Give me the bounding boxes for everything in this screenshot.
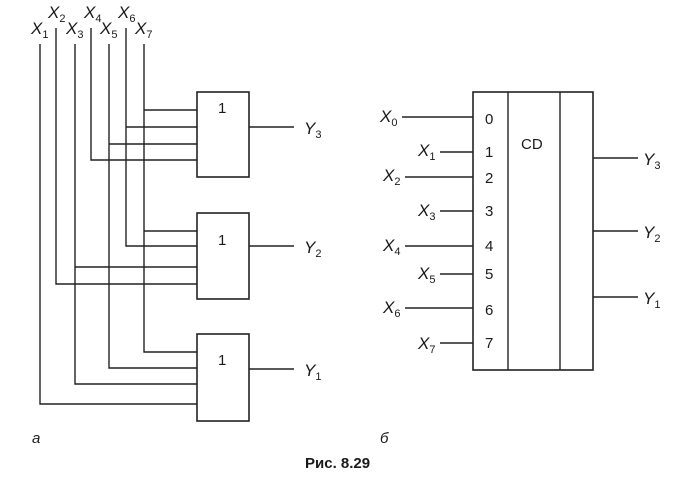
part-b-diagram: CD X0 0 X1 1 X2 2 X3 3 bbox=[379, 91, 660, 447]
input-label-x1: X1 bbox=[30, 19, 48, 41]
output-label: Y1 bbox=[643, 289, 660, 311]
output-pin-y2: Y2 bbox=[593, 223, 660, 245]
figure-caption: Рис. 8.29 bbox=[305, 455, 370, 472]
input-number: 7 bbox=[485, 335, 493, 352]
gate-body bbox=[196, 91, 250, 178]
input-label: X6 bbox=[382, 298, 400, 320]
output-label: Y2 bbox=[643, 223, 660, 245]
part-b-label: б bbox=[380, 430, 389, 447]
input-label: X0 bbox=[379, 107, 397, 129]
output-label-y1: Y1 bbox=[304, 361, 321, 383]
gate-symbol: 1 bbox=[218, 352, 226, 369]
input-label: X2 bbox=[382, 166, 400, 188]
wire-x4 bbox=[90, 28, 197, 161]
input-label-x3: X3 bbox=[65, 19, 83, 41]
input-number: 5 bbox=[485, 266, 493, 283]
or-gate-y1: 1 Y1 bbox=[196, 333, 321, 422]
input-number: 0 bbox=[485, 111, 493, 128]
part-a-label: а bbox=[32, 430, 40, 447]
input-number: 2 bbox=[485, 170, 493, 187]
input-label-x4: X4 bbox=[83, 3, 101, 25]
wire-x3 bbox=[74, 44, 197, 385]
input-bus bbox=[39, 28, 197, 405]
input-number: 1 bbox=[485, 144, 493, 161]
encoder-block: CD bbox=[472, 91, 594, 371]
gate-body bbox=[196, 212, 250, 300]
output-pin-y1: Y1 bbox=[593, 289, 660, 311]
input-label: X3 bbox=[417, 201, 435, 223]
part-a-diagram: X2 X4 X6 X1 X3 X5 X7 1 Y3 bbox=[30, 3, 321, 447]
or-gate-y3: 1 Y3 bbox=[196, 91, 321, 178]
input-label-x5: X5 bbox=[99, 19, 117, 41]
wire-x2 bbox=[55, 28, 197, 285]
wire-x7 bbox=[143, 44, 197, 353]
input-label: X4 bbox=[382, 236, 400, 258]
input-label: X7 bbox=[417, 334, 435, 356]
input-label-x2: X2 bbox=[47, 3, 65, 25]
input-number: 6 bbox=[485, 302, 493, 319]
wire-x1 bbox=[39, 44, 197, 405]
input-label-x6: X6 bbox=[117, 3, 135, 25]
input-number: 4 bbox=[485, 238, 493, 255]
encoder-label: CD bbox=[521, 136, 543, 153]
input-label-x7: X7 bbox=[134, 19, 152, 41]
output-label: Y3 bbox=[643, 150, 660, 172]
gate-symbol: 1 bbox=[218, 232, 226, 249]
wire-x6 bbox=[125, 28, 197, 247]
output-pin-y3: Y3 bbox=[593, 150, 660, 172]
encoder-outline bbox=[472, 91, 594, 371]
wire-x5 bbox=[108, 44, 197, 369]
input-label: X1 bbox=[417, 141, 435, 163]
gate-body bbox=[196, 333, 250, 422]
or-gate-y2: 1 Y2 bbox=[196, 212, 321, 300]
gate-symbol: 1 bbox=[218, 100, 226, 117]
input-label: X5 bbox=[417, 264, 435, 286]
output-label-y2: Y2 bbox=[304, 238, 321, 260]
encoder-outputs: Y3 Y2 Y1 bbox=[593, 150, 660, 311]
input-number: 3 bbox=[485, 203, 493, 220]
output-label-y3: Y3 bbox=[304, 119, 321, 141]
